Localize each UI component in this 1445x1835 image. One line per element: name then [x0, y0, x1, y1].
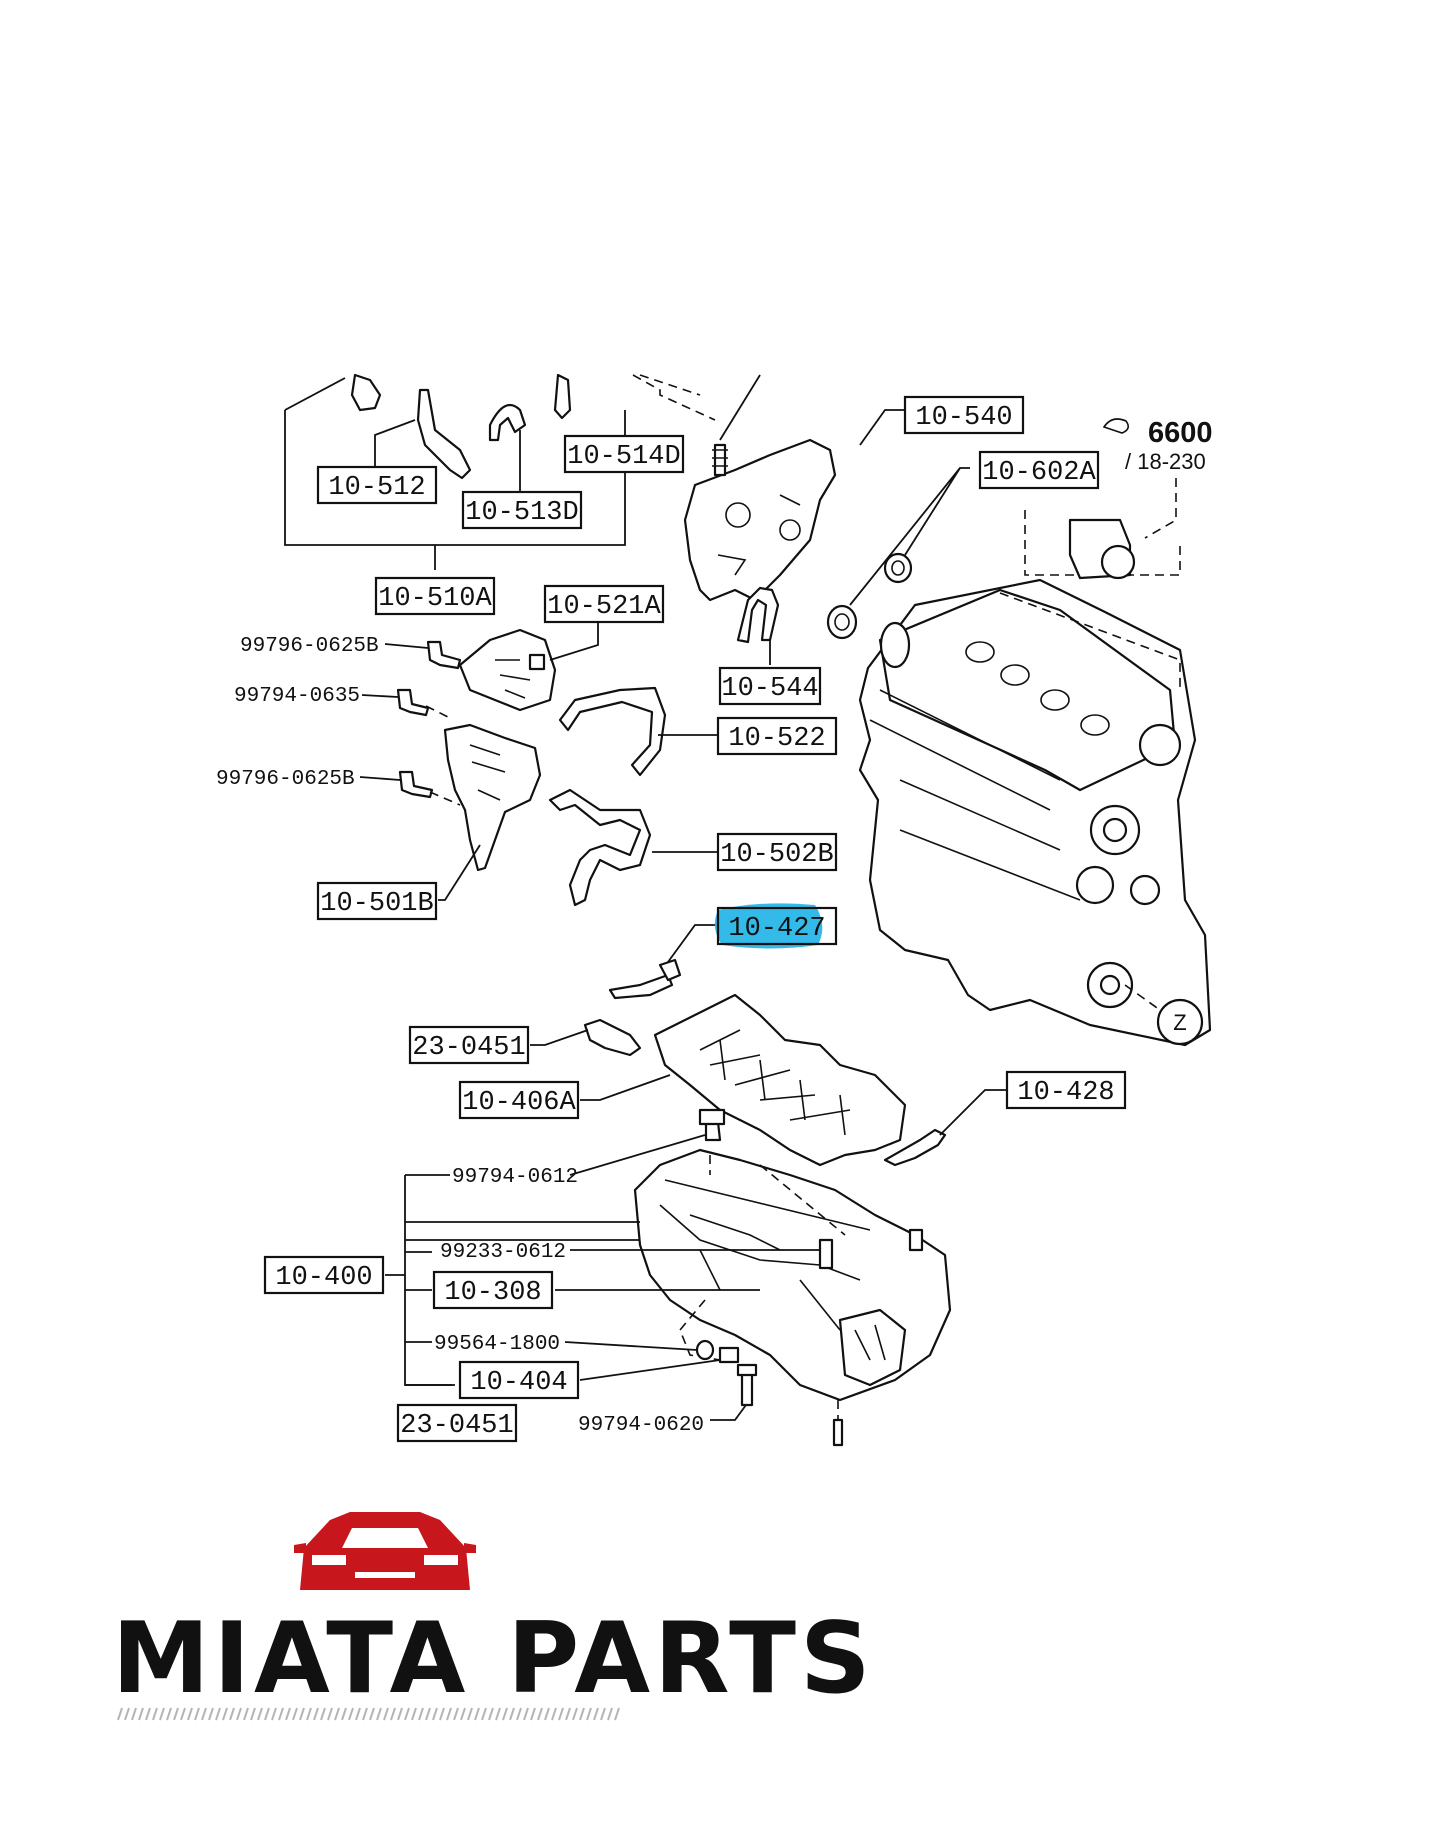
- brand-underline-stripes: [117, 1707, 620, 1721]
- seal-10-602a: [826, 467, 970, 640]
- fastener-99564-1800[interactable]: 99564-1800: [434, 1333, 560, 1356]
- fastener-99794-0635[interactable]: 99794-0635: [234, 685, 360, 708]
- fastener-labels: 99796-0625B 99794-0635 99796-0625B 99794…: [216, 635, 704, 1437]
- svg-text:10-540: 10-540: [915, 403, 1012, 433]
- label-10-522[interactable]: 10-522: [716, 716, 838, 756]
- upper-left-brackets: [284, 373, 701, 570]
- label-23-0451-bottom[interactable]: 23-0451: [396, 1403, 518, 1443]
- label-10-544[interactable]: 10-544: [718, 666, 822, 706]
- svg-text:10-428: 10-428: [1017, 1078, 1114, 1108]
- svg-text:10-544: 10-544: [721, 674, 818, 704]
- label-10-406a[interactable]: 10-406A: [458, 1080, 580, 1120]
- oil-pan-baffle: [530, 993, 1007, 1167]
- svg-text:10-427: 10-427: [728, 914, 825, 944]
- svg-text:10-602A: 10-602A: [982, 458, 1096, 488]
- svg-text:10-510A: 10-510A: [378, 584, 492, 614]
- reference-number: 6600: [1148, 417, 1213, 449]
- label-10-512[interactable]: 10-512: [316, 465, 438, 505]
- svg-text:10-521A: 10-521A: [547, 592, 661, 622]
- fastener-99796-0625b-mid[interactable]: 99796-0625B: [216, 768, 355, 791]
- label-10-513d[interactable]: 10-513D: [461, 490, 583, 530]
- svg-text:10-406A: 10-406A: [462, 1088, 576, 1118]
- lower-timing-covers: [359, 615, 718, 907]
- car-body: [300, 1512, 470, 1590]
- label-23-0451-top[interactable]: 23-0451: [408, 1025, 530, 1065]
- svg-text:10-522: 10-522: [728, 724, 825, 754]
- brand-name: MIATA PARTS: [112, 1602, 875, 1716]
- highlight-marker: [714, 903, 823, 949]
- fastener-99794-0612[interactable]: 99794-0612: [452, 1166, 578, 1189]
- label-10-427-highlighted[interactable]: 10-427: [714, 903, 838, 949]
- svg-text:10-514D: 10-514D: [567, 442, 680, 472]
- svg-text:10-400: 10-400: [275, 1263, 372, 1293]
- svg-text:10-513D: 10-513D: [465, 498, 578, 528]
- label-10-400[interactable]: 10-400: [263, 1255, 385, 1295]
- label-10-308[interactable]: 10-308: [432, 1270, 554, 1310]
- label-10-404[interactable]: 10-404: [458, 1360, 580, 1400]
- fastener-99233-0612[interactable]: 99233-0612: [440, 1241, 566, 1264]
- label-10-502b[interactable]: 10-502B: [716, 832, 838, 872]
- fastener-99794-0620[interactable]: 99794-0620: [578, 1414, 704, 1437]
- upper-timing-cover: [632, 374, 837, 644]
- svg-text:10-512: 10-512: [328, 473, 425, 503]
- label-10-514d[interactable]: 10-514D: [563, 434, 685, 474]
- svg-text:10-501B: 10-501B: [320, 889, 433, 919]
- label-10-540[interactable]: 10-540: [903, 395, 1025, 435]
- label-10-428[interactable]: 10-428: [1005, 1070, 1127, 1110]
- svg-text:10-502B: 10-502B: [720, 840, 833, 870]
- label-10-521a[interactable]: 10-521A: [543, 584, 665, 624]
- label-10-510a[interactable]: 10-510A: [374, 576, 496, 616]
- location-marker-z: Z: [1173, 1010, 1186, 1035]
- label-10-602a[interactable]: 10-602A: [978, 450, 1100, 490]
- oil-pan: [385, 1108, 952, 1447]
- svg-text:10-404: 10-404: [470, 1368, 567, 1398]
- svg-text:23-0451: 23-0451: [412, 1033, 525, 1063]
- svg-text:10-308: 10-308: [444, 1278, 541, 1308]
- part-labels: 10-540 10-602A 10-514D 10-512 10-513D 10…: [263, 395, 1127, 1443]
- reference-6600: 6600 / 18-230: [1024, 417, 1213, 580]
- reference-page: / 18-230: [1125, 449, 1206, 474]
- car-logo-icon: [294, 1512, 476, 1590]
- label-10-501b[interactable]: 10-501B: [316, 881, 438, 921]
- brand-logo: MIATA PARTS: [112, 1512, 875, 1721]
- svg-text:23-0451: 23-0451: [400, 1411, 513, 1441]
- part-10-427-illustration: [608, 924, 718, 1000]
- fastener-99796-0625b-top[interactable]: 99796-0625B: [240, 635, 379, 658]
- engine-block-illustration: Z: [858, 578, 1212, 1047]
